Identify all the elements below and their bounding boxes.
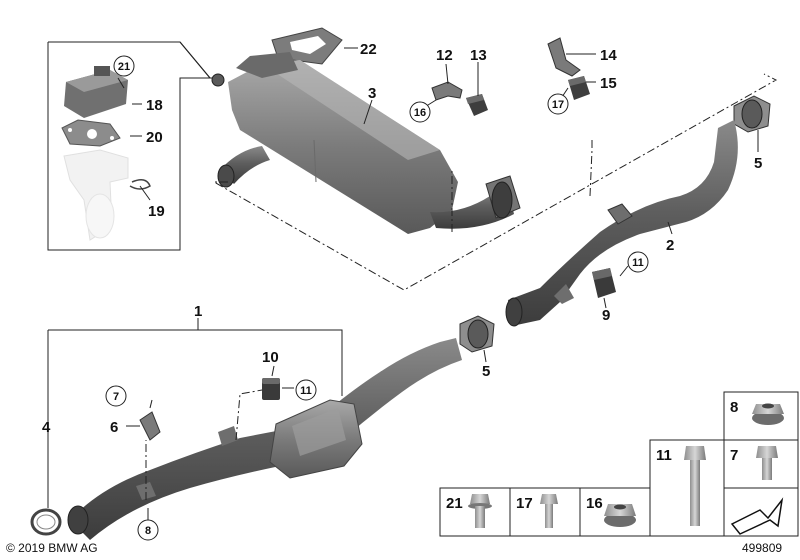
callout-7-circle bbox=[105, 385, 127, 407]
callout-22: 22 bbox=[360, 41, 377, 58]
screw-icon bbox=[540, 494, 558, 528]
rear-muffler-part-3 bbox=[211, 52, 521, 234]
callout-10: 10 bbox=[262, 349, 279, 366]
hardware-label-11: 11 bbox=[656, 447, 672, 464]
rubber-mount-part-13 bbox=[466, 94, 488, 116]
callout-4: 4 bbox=[42, 419, 51, 436]
callout-9: 9 bbox=[602, 307, 610, 324]
callout-17-circle bbox=[547, 93, 569, 115]
callout-7: 7 bbox=[113, 391, 119, 403]
hardware-label-17: 17 bbox=[516, 495, 533, 512]
clamp-part-5-upper bbox=[733, 95, 771, 133]
callout-12: 12 bbox=[436, 47, 453, 64]
hex-bolt-short-icon bbox=[756, 446, 778, 480]
callout-21-circle bbox=[113, 55, 135, 77]
callout-13: 13 bbox=[470, 47, 487, 64]
bracket-part-12 bbox=[431, 81, 463, 101]
callout-8: 8 bbox=[145, 525, 151, 537]
gasket-part-20 bbox=[61, 119, 121, 147]
callout-14: 14 bbox=[600, 47, 617, 64]
callout-1: 1 bbox=[194, 303, 202, 320]
callout-11-lower: 11 bbox=[300, 385, 312, 397]
hardware-boxes: 8 7 11 21 17 bbox=[439, 391, 799, 537]
diagram-orientation-arrow-icon bbox=[730, 497, 784, 535]
callout-11-circle-lower bbox=[295, 379, 317, 401]
front-pipe-part-1 bbox=[67, 338, 462, 540]
clip-part-19 bbox=[129, 179, 151, 190]
rubber-mount-part-15 bbox=[568, 76, 590, 100]
sealing-ring-part-4 bbox=[30, 508, 62, 536]
hardware-label-21: 21 bbox=[446, 495, 463, 512]
copyright-text: © 2019 BMW AG bbox=[6, 541, 98, 555]
flange-nut-icon bbox=[752, 403, 784, 425]
hardware-box-arrow bbox=[723, 487, 799, 537]
bracket-part-14 bbox=[547, 37, 581, 77]
callout-2: 2 bbox=[666, 237, 674, 254]
inset-detail-box bbox=[47, 41, 212, 251]
callout-19: 19 bbox=[148, 203, 165, 220]
rubber-mount-part-9 bbox=[592, 268, 616, 298]
callout-8-circle bbox=[137, 519, 159, 541]
callout-3: 3 bbox=[368, 85, 376, 102]
assembly-lines bbox=[47, 73, 778, 508]
hex-bolt-long-icon bbox=[684, 446, 706, 526]
callout-6: 6 bbox=[110, 419, 118, 436]
callout-15: 15 bbox=[600, 75, 617, 92]
muffler-flange-ghost bbox=[63, 149, 129, 241]
callout-21: 21 bbox=[118, 61, 130, 73]
callout-11-upper: 11 bbox=[632, 257, 644, 269]
hardware-label-7: 7 bbox=[730, 447, 738, 464]
rubber-mount-part-10 bbox=[262, 378, 280, 400]
callout-5-upper: 5 bbox=[754, 155, 762, 172]
bracket-part-6 bbox=[139, 411, 161, 441]
middle-pipe-part-2 bbox=[505, 120, 738, 327]
hardware-label-16: 16 bbox=[586, 495, 603, 512]
callout-18: 18 bbox=[146, 97, 163, 114]
hardware-label-8: 8 bbox=[730, 399, 738, 416]
actuator-part-18 bbox=[64, 66, 128, 118]
callout-16: 16 bbox=[414, 107, 426, 119]
callouts: 22 3 18 20 19 21 12 13 16 14 15 17 5 2 1… bbox=[42, 41, 762, 541]
diagram-number: 499809 bbox=[742, 541, 782, 555]
callout-5-lower: 5 bbox=[482, 363, 490, 380]
hex-nut-icon bbox=[604, 504, 636, 527]
callout-16-circle bbox=[409, 101, 431, 123]
clamp-part-5-lower bbox=[459, 315, 495, 353]
flange-bolt-icon bbox=[468, 494, 492, 528]
callout-17: 17 bbox=[552, 99, 564, 111]
callout-11-circle-upper bbox=[627, 251, 649, 273]
callout-20: 20 bbox=[146, 129, 163, 146]
